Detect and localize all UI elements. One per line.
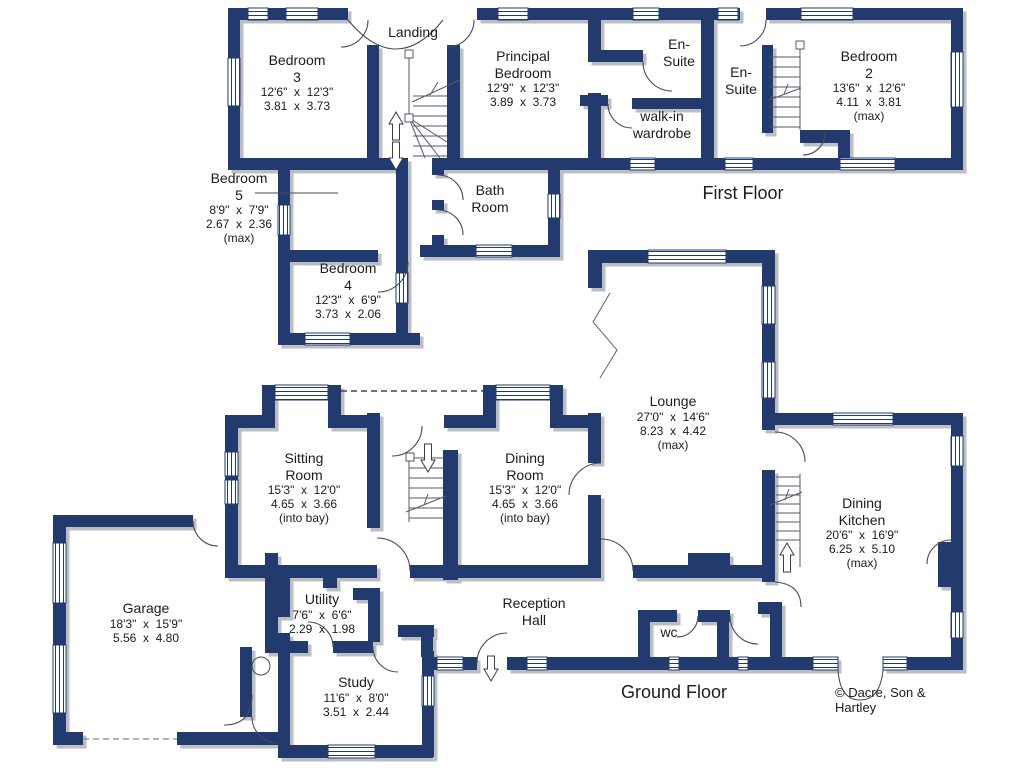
room-name: Kitchen: [838, 511, 886, 528]
room-label-principal-bedroom: Principal Bedroom 12'9" x 12'3" 3.89 x 3…: [487, 48, 559, 109]
room-label-bedroom-3: Bedroom 3 12'6" x 12'3" 3.81 x 3.73: [261, 52, 333, 113]
room-label-bath-room: Bath Room: [471, 182, 508, 215]
room-label-walk-in-wardrobe: walk-in wardrobe: [633, 108, 691, 141]
copyright-text: © Dacre, Son & Hartley: [835, 685, 926, 715]
room-label-bedroom-5: Bedroom 5 8'9" x 7'9" 2.67 x 2.36 (max): [206, 170, 272, 246]
room-name: walk-in: [640, 108, 684, 124]
room-name: Study: [338, 674, 374, 690]
room-dims-imperial: 13'6" x 12'6": [832, 81, 906, 96]
room-name: Utility: [304, 591, 340, 607]
room-name: 3: [293, 68, 301, 85]
room-dims-metric: 3.73 x 2.06: [314, 307, 382, 322]
room-name: En-: [668, 36, 690, 52]
room-dims-imperial: 18'3" x 15'9": [109, 616, 183, 631]
room-dims-note: (max): [223, 231, 255, 246]
room-dims-note: (max): [853, 109, 885, 124]
room-name: wardrobe: [632, 124, 692, 141]
room-label-sitting-room: Sitting Room 15'3" x 12'0" 4.65 x 3.66 (…: [268, 450, 340, 526]
stair-arrows: [388, 111, 795, 682]
room-name: wc: [660, 624, 678, 640]
room-name: Hall: [521, 611, 547, 628]
room-name: Dining: [505, 450, 545, 466]
room-name: Bedroom: [268, 52, 326, 68]
room-name: Suite: [663, 52, 695, 69]
ground-floor-title: Ground Floor: [620, 682, 728, 702]
room-dims-imperial: 7'6" x 6'6": [292, 607, 352, 622]
room-dims-metric: 3.81 x 3.73: [263, 99, 331, 114]
room-name: 2: [865, 64, 873, 81]
room-label-lounge: Lounge 27'0" x 14'6" 8.23 x 4.42 (max): [637, 393, 709, 452]
room-dims-imperial: 15'3" x 12'0": [488, 483, 562, 498]
room-label-utility: Utility 7'6" x 6'6" 2.29 x 1.98: [289, 591, 355, 636]
room-dims-imperial: 12'3" x 6'9": [315, 293, 381, 308]
room-dims-note: (into bay): [499, 511, 551, 526]
room-label-bedroom-4: Bedroom 4 12'3" x 6'9" 3.73 x 2.06: [315, 260, 381, 321]
room-label-wc: wc: [660, 624, 677, 641]
room-dims-imperial: 8'9" x 7'9": [209, 203, 269, 218]
room-dims-metric: 4.65 x 3.66: [270, 497, 338, 512]
room-name: 4: [344, 276, 352, 293]
walls: [53, 8, 963, 758]
room-label-bedroom-2: Bedroom 2 13'6" x 12'6" 4.11 x 3.81 (max…: [833, 48, 905, 124]
stairs: [404, 40, 805, 567]
room-dims-metric: 2.29 x 1.98: [288, 621, 356, 636]
room-dims-note: (max): [846, 556, 878, 571]
room-dims-imperial: 15'3" x 12'0": [267, 483, 341, 498]
door-arcs: [192, 19, 952, 744]
room-dims-note: (into bay): [278, 511, 330, 526]
room-name: En-: [730, 64, 752, 80]
room-name: Bedroom: [494, 64, 552, 81]
room-dims-imperial: 12'9" x 12'3": [486, 81, 560, 96]
room-dims-note: (max): [657, 437, 689, 452]
room-name: Room: [285, 466, 323, 483]
room-label-dining-kitchen: Dining Kitchen 20'6" x 16'9" 6.25 x 5.10…: [826, 495, 898, 571]
room-name: Suite: [725, 80, 757, 97]
room-label-reception-hall: Reception Hall: [502, 595, 565, 628]
room-name: Garage: [122, 600, 170, 616]
room-label-garage: Garage 18'3" x 15'9" 5.56 x 4.80: [110, 600, 182, 645]
room-name: Room: [506, 466, 544, 483]
room-dims-metric: 4.11 x 3.81: [836, 95, 902, 110]
room-name: Bedroom: [840, 48, 898, 64]
room-name: Reception: [502, 595, 566, 611]
room-dims-metric: 3.89 x 3.73: [489, 95, 557, 110]
room-dims-metric: 3.51 x 2.44: [322, 704, 390, 719]
room-dims-imperial: 27'0" x 14'6": [636, 409, 710, 424]
room-dims-imperial: 20'6" x 16'9": [825, 528, 899, 543]
room-dims-metric: 2.67 x 2.36: [205, 217, 273, 232]
room-dims-metric: 5.56 x 4.80: [112, 630, 180, 645]
room-name: Dining: [842, 495, 882, 511]
first-floor-title: First Floor: [702, 183, 784, 203]
room-dims-imperial: 12'6" x 12'3": [260, 85, 334, 100]
room-dims-metric: 8.23 x 4.42: [639, 423, 707, 438]
room-label-study: Study 11'6" x 8'0" 3.51 x 2.44: [323, 674, 389, 719]
room-name: Principal: [496, 48, 550, 64]
room-label-dining-room: Dining Room 15'3" x 12'0" 4.65 x 3.66 (i…: [489, 450, 561, 526]
room-label-en-suite-2: En- Suite: [725, 64, 757, 97]
room-name: 5: [235, 186, 243, 203]
room-name: Sitting: [284, 450, 324, 466]
room-name: Bath: [475, 182, 505, 198]
room-name: Bedroom: [210, 170, 268, 186]
room-label-landing: Landing: [388, 24, 438, 41]
room-dims-metric: 6.25 x 5.10: [828, 542, 896, 557]
room-name: Landing: [388, 24, 438, 40]
windows: [52, 7, 964, 759]
room-name: Lounge: [649, 393, 697, 409]
room-dims-metric: 4.65 x 3.66: [491, 497, 559, 512]
plan-symbols: [83, 192, 618, 740]
room-name: Bedroom: [319, 260, 377, 276]
room-name: Room: [471, 198, 509, 215]
room-label-en-suite-1: En- Suite: [663, 36, 695, 69]
room-dims-imperial: 11'6" x 8'0": [323, 690, 389, 705]
